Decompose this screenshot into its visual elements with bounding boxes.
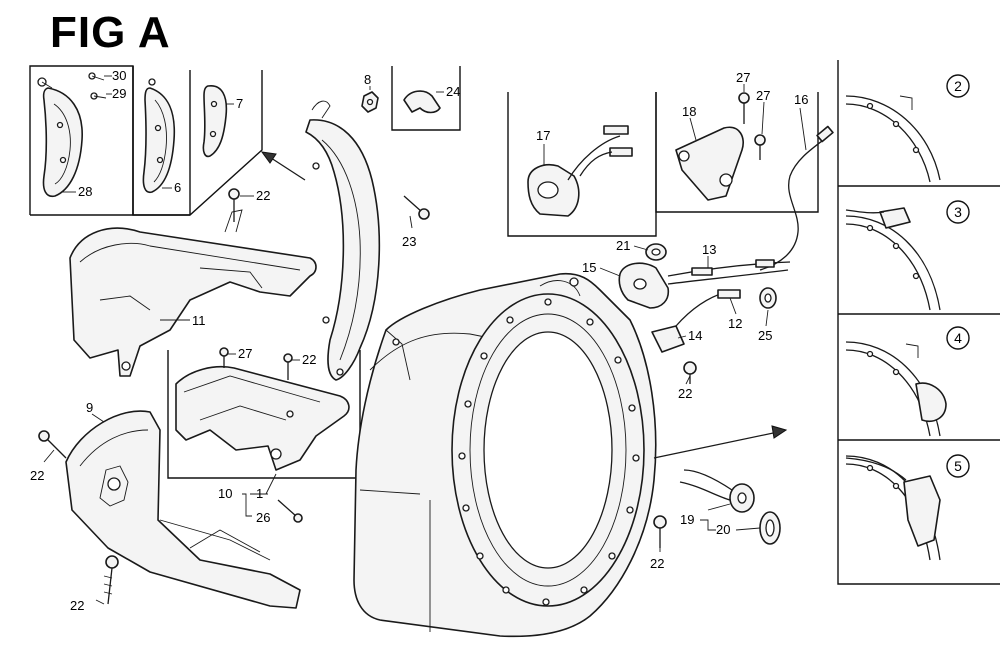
callout-22: 22 xyxy=(70,598,84,613)
part-6-cover xyxy=(142,78,176,194)
arrow-to-variants xyxy=(260,151,306,181)
callout-23: 23 xyxy=(402,234,416,249)
callout-7: 7 xyxy=(236,96,243,111)
callout-18: 18 xyxy=(682,104,696,119)
part-16-wire xyxy=(759,125,834,271)
arrow-to-insets xyxy=(653,425,788,459)
callout-15: 15 xyxy=(582,260,596,275)
callout-8: 8 xyxy=(364,72,371,87)
part-11-shroud xyxy=(69,209,317,377)
callout-22: 22 xyxy=(30,468,44,483)
inset-number-badges: 2 3 4 5 xyxy=(946,74,970,478)
part-17-sensor xyxy=(527,125,633,217)
callout-30: 30 xyxy=(112,68,126,83)
screw-27-right xyxy=(754,134,766,160)
screw-27-mid xyxy=(219,347,229,368)
inset-3-ring xyxy=(845,207,941,311)
part-15-switch xyxy=(618,262,670,309)
callout-21: 21 xyxy=(616,238,630,253)
screw-22-housing xyxy=(653,515,667,548)
screw-22-harness xyxy=(683,361,697,384)
leader-lines xyxy=(43,75,807,605)
part-25-clip xyxy=(759,287,777,309)
callout-17: 17 xyxy=(536,128,550,143)
callout-9: 9 xyxy=(86,400,93,415)
callout-12: 12 xyxy=(728,316,742,331)
callout-16: 16 xyxy=(794,92,808,107)
part-21-grommet xyxy=(645,243,667,261)
part-10-bracket xyxy=(175,365,350,471)
part-18-cover xyxy=(675,126,744,201)
callout-22: 22 xyxy=(302,352,316,367)
cover-variant-frames xyxy=(29,65,263,216)
inset-5-ring xyxy=(845,455,941,561)
inset-number: 4 xyxy=(954,330,962,346)
screw-22-bottom xyxy=(103,555,119,605)
callout-22: 22 xyxy=(678,386,692,401)
part-10-bracket-frame xyxy=(167,350,361,479)
part-24-clip-frame xyxy=(391,66,461,131)
inset-number: 5 xyxy=(954,458,962,474)
inset-4-ring xyxy=(845,341,947,437)
callout-10: 10 xyxy=(218,486,232,501)
screw-22-upper xyxy=(228,188,240,222)
callout-11: 11 xyxy=(192,313,206,328)
callout-labels: 30 29 28 6 7 8 24 23 22 11 27 22 9 22 10… xyxy=(30,68,808,613)
part-19-wire xyxy=(679,469,733,501)
callout-14: 14 xyxy=(688,328,702,343)
part-28-cover xyxy=(37,72,107,198)
callout-26: 26 xyxy=(256,510,270,525)
callout-20: 20 xyxy=(716,522,730,537)
inset-2-ring xyxy=(845,95,941,183)
part-9-lower-shroud xyxy=(65,410,301,609)
callout-27: 27 xyxy=(238,346,252,361)
screw-23 xyxy=(403,195,430,220)
inset-number: 2 xyxy=(954,78,962,94)
part-7-plate xyxy=(202,85,228,158)
callout-6: 6 xyxy=(174,180,181,195)
callout-28: 28 xyxy=(78,184,92,199)
fan-housing xyxy=(353,272,657,638)
screw-22-mid xyxy=(283,353,293,380)
callout-19: 19 xyxy=(680,512,694,527)
callout-13: 13 xyxy=(702,242,716,257)
callout-27: 27 xyxy=(756,88,770,103)
screw-26 xyxy=(277,499,303,523)
callout-27: 27 xyxy=(736,70,750,85)
callout-29: 29 xyxy=(112,86,126,101)
screw-22-lower-left xyxy=(38,430,67,459)
screw-27-upper xyxy=(738,92,750,124)
part-13-harness xyxy=(667,259,791,285)
callout-22: 22 xyxy=(650,556,664,571)
part-20-bulb xyxy=(729,483,781,545)
callout-22: 22 xyxy=(256,188,270,203)
electrical-frames xyxy=(507,92,819,237)
figure-title: FIG A xyxy=(50,8,171,57)
callout-24: 24 xyxy=(446,84,460,99)
part-12-terminal xyxy=(717,289,741,299)
callout-25: 25 xyxy=(758,328,772,343)
part-8-nut xyxy=(361,91,379,113)
callout-1: 1 xyxy=(256,486,263,501)
detail-insets xyxy=(837,60,1000,585)
part-23-air-guide xyxy=(305,100,381,381)
inset-number: 3 xyxy=(954,204,962,220)
